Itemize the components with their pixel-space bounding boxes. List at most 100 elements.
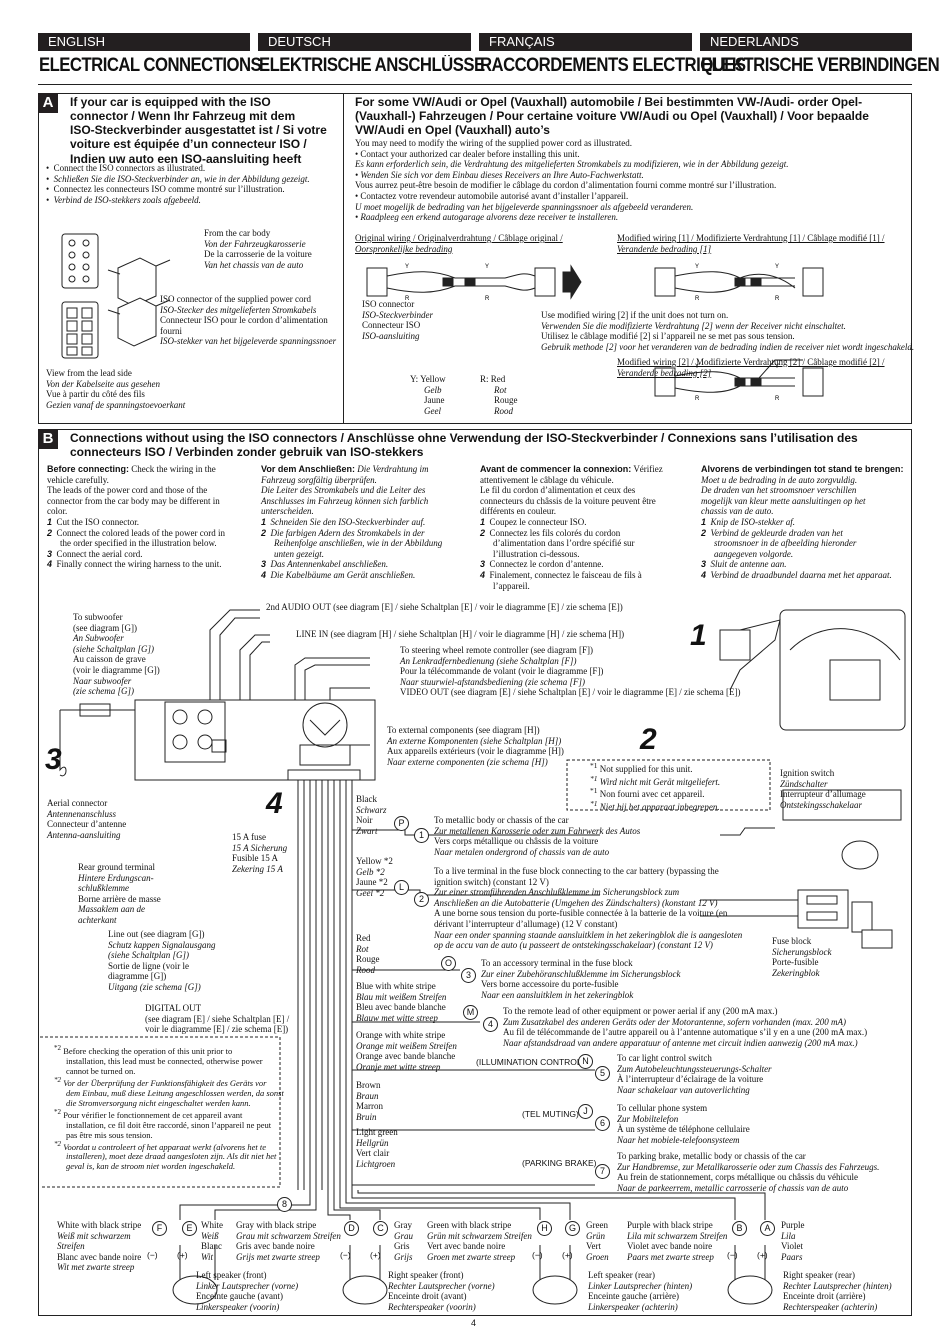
title-deutsch: ELEKTRISCHE ANSCHLÜSSE <box>259 55 485 76</box>
subwoofer-label: To subwoofer(see diagram [G])An Subwoofe… <box>73 612 160 697</box>
video-out-label: VIDEO OUT (see diagram [E] / siehe Schal… <box>400 687 741 697</box>
speaker-right-front: Right speaker (front)Rechter Lautspreche… <box>388 1270 495 1312</box>
wire-3-desc: To an accessory terminal in the fuse blo… <box>481 958 681 1000</box>
svg-text:R: R <box>695 296 700 302</box>
wire-7-tag: (PARKING BRAKE) <box>522 1158 597 1168</box>
section-b-letter: B <box>38 429 58 449</box>
wire-5-letter: N <box>578 1054 593 1069</box>
wire-5-tag: (ILLUMINATION CONTROL) <box>476 1057 585 1067</box>
spk-wire-e-letter: E <box>182 1221 197 1236</box>
instructions-english: Before connecting: Check the wiring in t… <box>47 464 225 570</box>
svg-text:Y: Y <box>775 364 779 370</box>
digital-out-label: DIGITAL OUT(see diagram [E] / siehe Scha… <box>145 1003 290 1035</box>
section-a-divider <box>343 93 344 424</box>
speaker-left-front: Left speaker (front)Linker Lautsprecher … <box>196 1270 299 1312</box>
polarity-minus-2: (−) <box>340 1250 351 1260</box>
wire-1-number: 1 <box>414 828 429 843</box>
spk-wire-g-letter: G <box>565 1221 580 1236</box>
wire-7-number: 7 <box>595 1164 610 1179</box>
polarity-minus-4: (−) <box>727 1250 738 1260</box>
use-modified-label: Use modified wiring [2] if the unit does… <box>541 310 915 352</box>
section-a-right-text: You may need to modify the wiring of the… <box>355 138 789 223</box>
polarity-plus-3: (+) <box>562 1250 573 1260</box>
wire-6-number: 6 <box>595 1116 610 1131</box>
lang-tab-nederlands: NEDERLANDS <box>700 33 912 51</box>
big-step-3: 3 <box>45 743 62 776</box>
iso-connector-drawing <box>61 233 171 359</box>
second-audio-out-label: 2nd AUDIO OUT (see diagram [E] / siehe S… <box>266 602 623 612</box>
svg-text:Y: Y <box>405 264 409 270</box>
title-francais: RACCORDEMENTS ELECTRIQUES <box>480 55 746 76</box>
wire-3-letter: O <box>441 956 456 971</box>
wire-6-tag: (TEL MUTING) <box>522 1109 579 1119</box>
instructions-nederlands: Alvorens de verbindingen tot stand te br… <box>701 464 904 581</box>
big-step-1: 1 <box>690 619 707 652</box>
wire-2-letter: L <box>394 880 409 895</box>
wire-3-number: 3 <box>461 968 476 983</box>
steering-label: To steering wheel remote controller (see… <box>400 645 604 687</box>
wire-4-number: 4 <box>483 1017 498 1032</box>
spk-wire-h-letter: H <box>537 1221 552 1236</box>
spk-wire-c-letter: C <box>373 1221 388 1236</box>
lang-tab-francais: FRANÇAIS <box>479 33 692 51</box>
big-step-4: 4 <box>266 787 283 820</box>
spk-wire-b-letter: B <box>732 1221 747 1236</box>
svg-text:R: R <box>485 296 490 302</box>
wire-8-number: 8 <box>277 1197 292 1212</box>
instructions-francais: Avant de commencer la connexion: Vérifie… <box>480 464 663 591</box>
polarity-plus-1: (+) <box>177 1250 188 1260</box>
header-divider <box>38 84 912 85</box>
section-a-bullets: • Connect the ISO connectors as illustra… <box>46 163 310 205</box>
svg-text:Y: Y <box>775 264 779 270</box>
title-nederlands: ELEKTRISCHE VERBINDINGEN <box>701 55 940 76</box>
section-a-letter: A <box>38 93 58 113</box>
wire-1-letter: P <box>394 816 409 831</box>
wire-5-number: 5 <box>595 1066 610 1081</box>
wire-7-desc: To parking brake, metallic body or chass… <box>617 1151 880 1193</box>
spk-wire-f-letter: F <box>152 1221 167 1236</box>
section-a-right-heading: For some VW/Audi or Opel (Vauxhall) auto… <box>355 95 869 138</box>
line-in-label: LINE IN (see diagram [H] / siehe Schaltp… <box>296 629 625 639</box>
polarity-plus-2: (+) <box>370 1250 381 1260</box>
instructions-deutsch: Vor dem Anschließen: Die Verdrahtung im … <box>261 464 443 581</box>
svg-text:R: R <box>775 396 780 402</box>
polarity-minus-1: (−) <box>147 1250 158 1260</box>
title-english: ELECTRICAL CONNECTIONS <box>39 55 262 76</box>
wire-4-letter: M <box>463 1005 478 1020</box>
star2-note: *2 Before checking the operation of this… <box>54 1044 284 1172</box>
modified1-label: Modified wiring [1] / Modifizierte Verdr… <box>617 233 885 254</box>
wire-6-letter: J <box>578 1104 593 1119</box>
section-a-box <box>38 93 912 424</box>
section-b-heading: Connections without using the ISO connec… <box>70 431 858 460</box>
iso-supplied-label: ISO connector of the supplied power cord… <box>160 294 337 347</box>
page-number: 4 <box>471 1318 477 1328</box>
svg-text:R: R <box>695 396 700 402</box>
svg-text:R: R <box>775 296 780 302</box>
speaker-left-rear: Left speaker (rear)Linker Lautsprecher (… <box>588 1270 693 1312</box>
wire-2-desc: To a live terminal in the fuse block con… <box>434 866 743 951</box>
spk-wire-d-letter: D <box>344 1221 359 1236</box>
modified2-label: Modified wiring [2] / Modifizierte Verdr… <box>617 357 885 378</box>
